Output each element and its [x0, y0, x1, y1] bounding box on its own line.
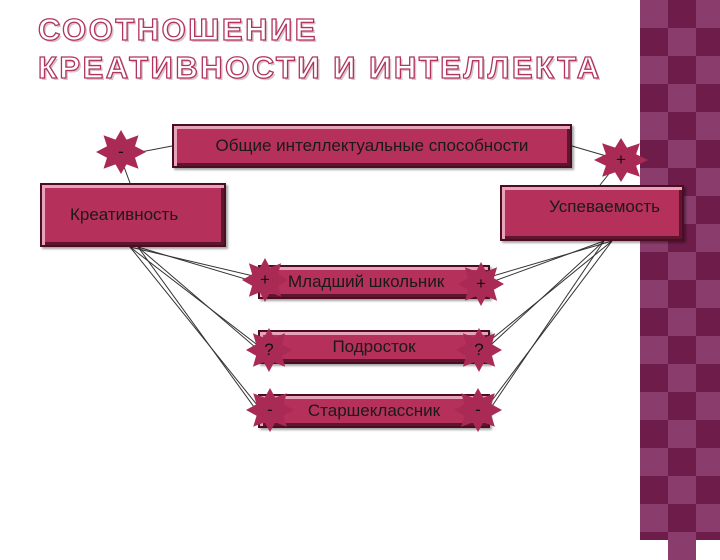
achievement-box: Успеваемость — [500, 185, 684, 241]
side-band-tile — [696, 392, 720, 420]
side-band-tile — [696, 168, 720, 196]
achievement-label: Успеваемость — [549, 197, 660, 216]
side-band-tile — [696, 280, 720, 308]
teenager-label: Подросток — [332, 337, 416, 356]
side-band-tile — [696, 56, 720, 84]
side-band-tile — [696, 0, 720, 28]
burst-marker-text: - — [118, 142, 124, 161]
side-band-tile — [668, 252, 696, 280]
burst-marker-senior-right: - — [454, 388, 502, 432]
side-band-tile — [640, 504, 668, 532]
connector-line — [485, 240, 605, 285]
side-band-tile — [640, 112, 668, 140]
senior-student-box: Старшеклассник — [258, 394, 490, 428]
junior-student-label: Младший школьник — [288, 272, 445, 291]
connector-line — [481, 240, 605, 354]
burst-marker-text: - — [267, 400, 273, 419]
connector-line — [129, 246, 263, 279]
burst-marker-text: ? — [474, 340, 484, 359]
side-band-tile — [668, 364, 696, 392]
burst-marker-text: + — [616, 150, 626, 169]
side-band-tile — [640, 392, 668, 420]
connector-line — [129, 246, 261, 348]
connector-line — [483, 240, 605, 419]
side-band-tile — [696, 224, 720, 252]
general-abilities-label: Общие интеллектуальные способности — [215, 136, 529, 155]
burst-marker-junior-right: + — [458, 262, 504, 306]
side-band-tile — [668, 140, 696, 168]
burst-marker-text: + — [476, 274, 486, 293]
senior-student-label: Старшеклассник — [307, 401, 441, 420]
burst-marker-teen-left: ? — [246, 328, 292, 372]
side-band-tile — [668, 420, 696, 448]
connector-line — [137, 246, 263, 419]
slide: СООТНОШЕНИЕ КРЕАТИВНОСТИ И ИНТЕЛЛЕКТА Об… — [37, 0, 720, 560]
side-band-tile — [640, 0, 668, 28]
connector-line — [483, 240, 613, 412]
creativity-label: Креативность — [70, 205, 179, 224]
creativity-box: Креативность — [40, 183, 226, 247]
burst-marker-general-achievement: + — [594, 138, 648, 182]
side-band-tile — [696, 336, 720, 364]
side-band-tile — [668, 308, 696, 336]
side-band-tile — [696, 504, 720, 532]
connector-lines — [119, 145, 621, 419]
connector-line — [137, 246, 263, 354]
side-band-tile — [668, 476, 696, 504]
burst-marker-teen-right: ? — [456, 328, 502, 372]
side-band-tile — [640, 56, 668, 84]
connector-line — [129, 246, 263, 412]
burst-marker-senior-left: - — [246, 388, 294, 432]
side-band-tile — [696, 448, 720, 476]
side-decoration-band — [640, 0, 720, 560]
burst-marker-junior-left: + — [242, 258, 288, 302]
slide-title-line-1: СООТНОШЕНИЕ — [37, 11, 318, 47]
slide-title-line-2: КРЕАТИВНОСТИ И ИНТЕЛЛЕКТА — [37, 49, 602, 85]
side-band-tile — [668, 84, 696, 112]
junior-student-box: Младший школьник — [258, 265, 490, 299]
burst-marker-creativity-general: - — [96, 130, 146, 174]
side-band-tile — [640, 336, 668, 364]
side-band-tile — [696, 112, 720, 140]
connector-line — [137, 246, 263, 285]
connector-line — [485, 240, 613, 279]
side-band-tile — [668, 28, 696, 56]
burst-marker-text: ? — [264, 340, 274, 359]
burst-marker-text: - — [475, 400, 481, 419]
burst-marker-text: + — [260, 270, 270, 289]
general-abilities-box: Общие интеллектуальные способности — [172, 124, 572, 168]
side-band-tile — [640, 448, 668, 476]
side-band-tile — [640, 280, 668, 308]
teenager-box: Подросток — [258, 330, 490, 364]
